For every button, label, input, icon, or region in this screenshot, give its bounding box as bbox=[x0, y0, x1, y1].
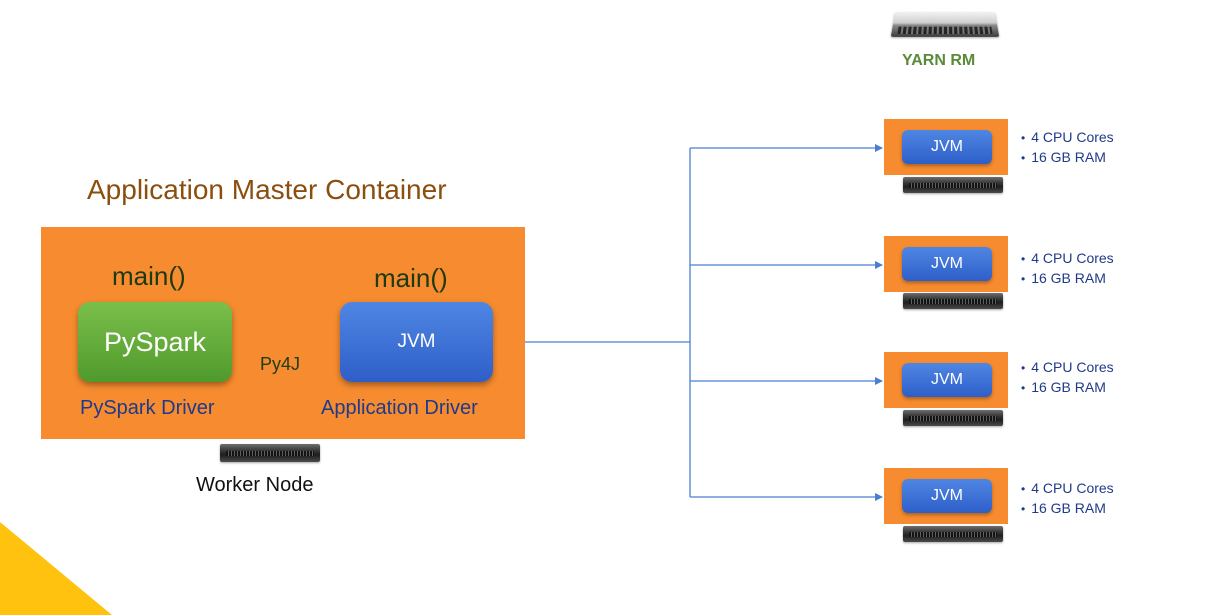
pyspark-main-label: main() bbox=[112, 261, 186, 291]
rack-server-icon bbox=[903, 526, 1003, 542]
executor-jvm-box: JVM bbox=[902, 247, 992, 281]
rack-server-icon bbox=[890, 12, 1000, 37]
application-driver-label: Application Driver bbox=[321, 397, 478, 419]
pyspark-box-label: PySpark bbox=[103, 326, 207, 357]
cpu-cores-spec: 4 CPU Cores bbox=[1021, 479, 1113, 499]
executor-jvm-box: JVM bbox=[902, 479, 992, 513]
executor-container: JVM bbox=[884, 352, 1008, 408]
ram-spec: 16 GB RAM bbox=[1021, 378, 1114, 398]
rack-server-icon bbox=[903, 293, 1003, 309]
executor-jvm-box: JVM bbox=[902, 363, 992, 397]
executor-container: JVM bbox=[884, 468, 1008, 524]
executor-jvm-label: JVM bbox=[931, 255, 963, 272]
application-master-title: Application Master Container bbox=[87, 174, 447, 205]
executor-jvm-label: JVM bbox=[931, 138, 963, 155]
executor-jvm-label: JVM bbox=[931, 487, 963, 504]
jvm-main-label: main() bbox=[374, 263, 448, 293]
pyspark-driver-label: PySpark Driver bbox=[80, 397, 215, 419]
yarn-rm-label: YARN RM bbox=[902, 52, 976, 69]
executor-jvm-label: JVM bbox=[931, 371, 963, 388]
rack-server-icon bbox=[903, 410, 1003, 426]
executor-container: JVM bbox=[884, 119, 1008, 175]
py4j-label: Py4J bbox=[260, 354, 301, 374]
pyspark-box: PySpark bbox=[78, 302, 232, 382]
worker-node-label: Worker Node bbox=[196, 474, 314, 496]
executor-spec-list: 4 CPU Cores 16 GB RAM bbox=[1021, 128, 1114, 168]
ram-spec: 16 GB RAM bbox=[1021, 499, 1114, 519]
ram-spec: 16 GB RAM bbox=[1021, 269, 1114, 289]
application-jvm-label: JVM bbox=[397, 331, 436, 352]
executor-container: JVM bbox=[884, 236, 1008, 292]
cpu-cores-spec: 4 CPU Cores bbox=[1021, 358, 1113, 378]
rack-server-icon bbox=[903, 177, 1003, 193]
executor-spec-list: 4 CPU Cores 16 GB RAM bbox=[1021, 358, 1114, 398]
cpu-cores-spec: 4 CPU Cores bbox=[1021, 128, 1113, 148]
executor-jvm-box: JVM bbox=[902, 130, 992, 164]
cpu-cores-spec: 4 CPU Cores bbox=[1021, 249, 1113, 269]
executor-spec-list: 4 CPU Cores 16 GB RAM bbox=[1021, 249, 1114, 289]
executor-spec-list: 4 CPU Cores 16 GB RAM bbox=[1021, 479, 1114, 519]
ram-spec: 16 GB RAM bbox=[1021, 148, 1114, 168]
application-jvm-box: JVM bbox=[340, 302, 493, 382]
rack-server-icon bbox=[220, 444, 320, 462]
